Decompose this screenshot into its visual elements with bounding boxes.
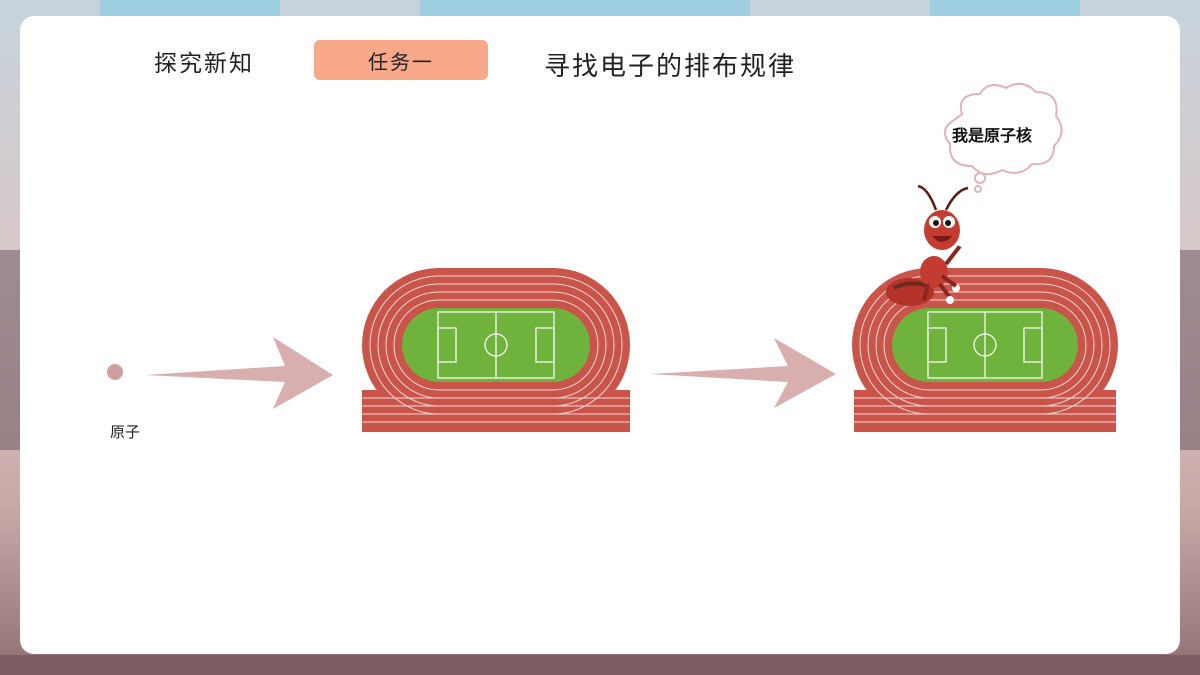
background-floor bbox=[0, 655, 1200, 675]
section-label: 探究新知 bbox=[154, 51, 254, 77]
background-window-left bbox=[100, 0, 280, 18]
atom-label: 原子 bbox=[110, 423, 141, 441]
background-window-right bbox=[930, 0, 1080, 18]
background-shelf-left bbox=[0, 250, 20, 450]
running-track-icon bbox=[362, 268, 630, 432]
page-title: 寻找电子的排布规律 bbox=[544, 52, 797, 82]
atom-dot-icon bbox=[107, 364, 123, 380]
background-window-mid bbox=[420, 0, 750, 18]
arrow-right-icon bbox=[145, 337, 333, 409]
speech-bubble-text: 我是原子核 bbox=[952, 126, 1033, 145]
running-track-icon bbox=[852, 268, 1118, 432]
ant-mascot-icon bbox=[886, 184, 969, 306]
thought-bubble-icon bbox=[943, 82, 1063, 193]
task-one-button[interactable]: 任务一 bbox=[314, 40, 488, 80]
background-shelf-right bbox=[1180, 250, 1200, 450]
arrow-right-icon bbox=[650, 338, 836, 408]
